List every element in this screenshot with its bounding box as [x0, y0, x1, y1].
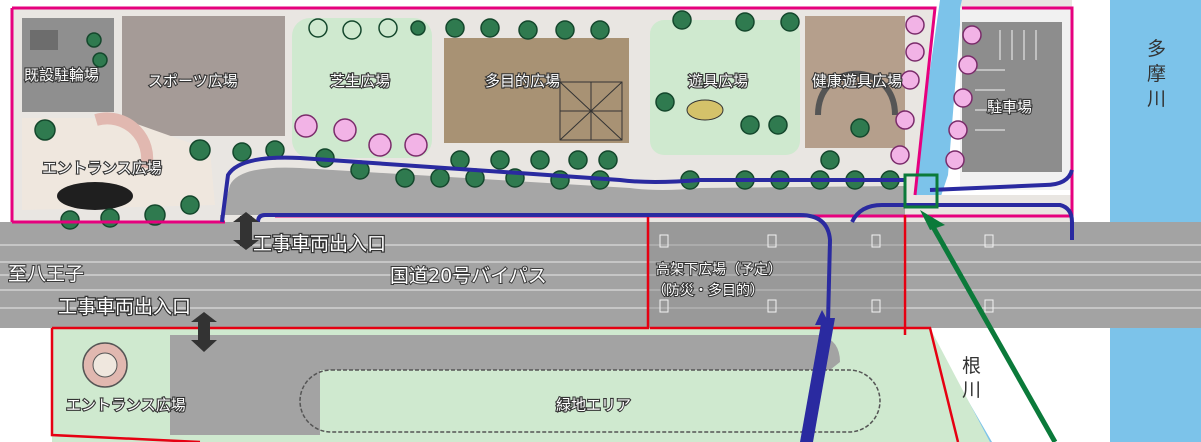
label-tama-river-2: 摩 — [1147, 63, 1166, 85]
label-under-elevated-plaza: 高架下広場（予定） — [656, 261, 782, 278]
label-construction-entrance-north: 工事車両出入口 — [253, 233, 386, 255]
label-tama-river-3: 川 — [1147, 88, 1166, 110]
label-fitness-plaza: 健康遊具広場 — [812, 72, 902, 90]
multipurpose-plaza-area — [444, 38, 629, 143]
label-sports-plaza: スポーツ広場 — [148, 72, 238, 90]
tama-river — [1110, 0, 1201, 442]
label-existing-bike-parking: 既設駐輪場 — [24, 66, 99, 84]
label-under-elevated-purpose: （防災・多目的） — [652, 282, 764, 299]
label-ne-river-1: 根 — [962, 355, 981, 377]
north-boundary-line — [10, 6, 1074, 224]
label-construction-entrance-south: 工事車両出入口 — [58, 296, 191, 318]
label-parking-lot: 駐車場 — [987, 98, 1032, 116]
label-tama-river-1: 多 — [1147, 38, 1166, 60]
playground-plaza-area — [650, 20, 800, 155]
entrance-pond — [57, 182, 133, 210]
label-lawn-plaza: 芝生広場 — [330, 72, 390, 90]
green-access-box — [903, 173, 939, 209]
lawn-plaza-area — [292, 18, 432, 158]
blossom-tree-markers — [294, 15, 982, 170]
label-to-hachioji: 至八王子 — [8, 263, 84, 285]
sports-plaza-area — [122, 16, 285, 136]
label-multipurpose-plaza: 多目的広場 — [485, 72, 560, 90]
double-arrow-north — [233, 212, 259, 250]
blue-route-line — [220, 155, 1074, 323]
green-area-oval — [299, 369, 881, 433]
label-playground-plaza: 遊具広場 — [688, 72, 748, 90]
label-entrance-plaza-north: エントランス広場 — [42, 159, 162, 177]
label-route20: 国道20号バイパス — [390, 265, 547, 287]
blue-route-arrow — [800, 318, 835, 442]
park-internal-road — [220, 167, 905, 222]
stage-structure — [559, 81, 623, 141]
label-entrance-plaza-south: エントランス広場 — [66, 396, 186, 414]
south-boundary-line — [50, 215, 960, 442]
green-route-arrow — [929, 223, 1058, 442]
double-arrow-south — [191, 312, 217, 352]
label-green-area: 緑地エリア — [556, 396, 631, 414]
label-ne-river-2: 川 — [962, 379, 981, 401]
